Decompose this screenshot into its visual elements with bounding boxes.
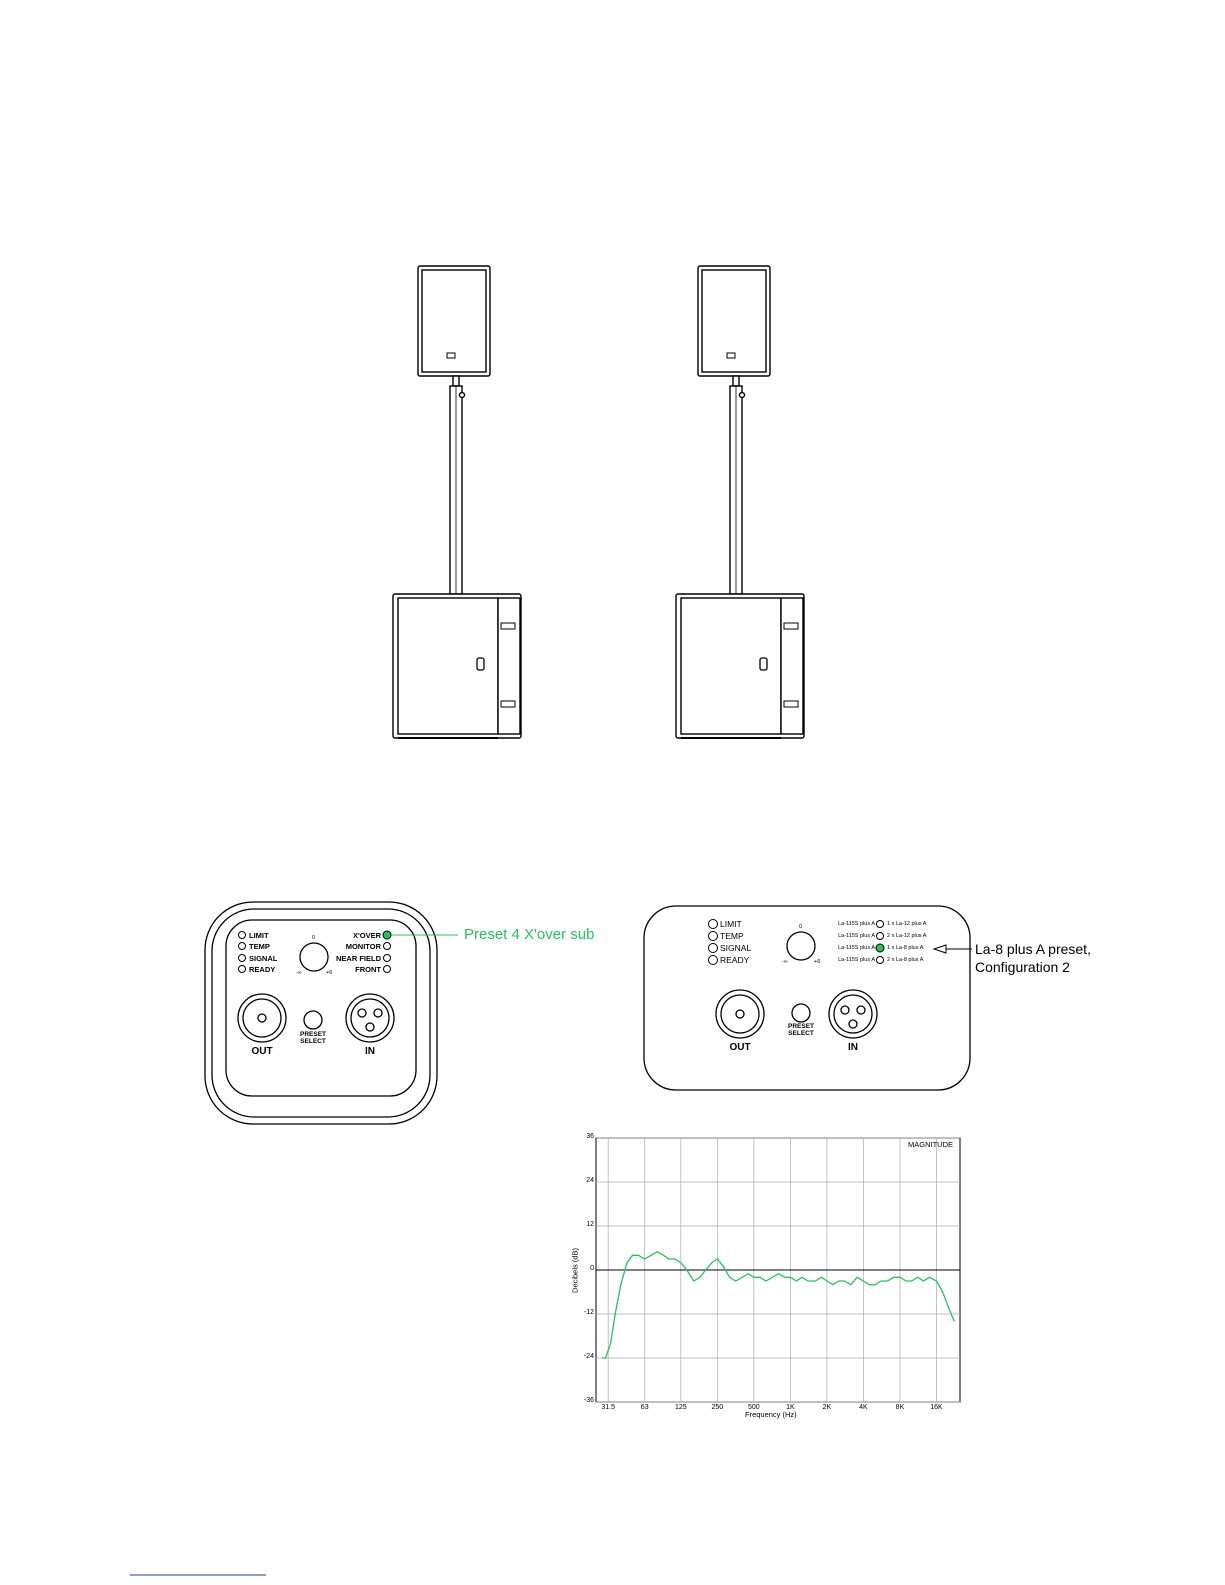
left-control-panel	[204, 901, 438, 1125]
preset-label-front: FRONT	[355, 965, 381, 974]
x-tick-label: 2K	[822, 1404, 832, 1411]
x-tick-label: 1K	[786, 1404, 795, 1411]
r-in-label: IN	[848, 1042, 858, 1053]
r-preset-right-1: 1 x La-12 plus A	[887, 921, 927, 927]
chart-title: MAGNITUDE	[908, 1140, 953, 1149]
left-speaker-system	[392, 265, 522, 739]
r-preset-right-4: 2 x La-8 plus A	[887, 957, 924, 963]
r-knob-label-zero: 0	[799, 924, 803, 930]
right-panel-led-circles	[708, 919, 885, 965]
knob-label-zero: 0	[312, 935, 316, 941]
r-preset-left-2: La-115S plus A	[838, 933, 875, 939]
right-callout-arrow	[932, 944, 972, 954]
y-tick-label: -24	[583, 1353, 594, 1360]
r-led-label-ready: READY	[720, 955, 750, 965]
knob-label-max: +6	[326, 970, 333, 976]
right-speaker-system	[675, 265, 805, 739]
y-tick-label: 0	[590, 1265, 594, 1272]
right-callout-text-2: Configuration 2	[975, 959, 1070, 975]
r-preset-right-2: 2 x La-12 plus A	[887, 933, 927, 939]
x-tick-label: 8K	[895, 1404, 905, 1411]
x-tick-label: 125	[674, 1404, 687, 1411]
preset-select-line1: PRESET	[300, 1031, 327, 1038]
r-preset-select-line2: SELECT	[788, 1030, 814, 1037]
r-preset-select-line1: PRESET	[788, 1023, 815, 1030]
magnitude-curve	[602, 1250, 955, 1359]
x-tick-label: 250	[711, 1404, 724, 1411]
y-tick-label: -12	[583, 1309, 594, 1316]
x-tick-label: 16K	[930, 1404, 943, 1411]
led-label-ready: READY	[249, 965, 276, 974]
preset-label-near-field: NEAR FIELD	[336, 954, 381, 963]
y-tick-label: -36	[583, 1397, 594, 1404]
y-tick-label: 12	[586, 1221, 594, 1228]
preset-label-xover: X'OVER	[352, 931, 381, 940]
r-led-label-temp: TEMP	[720, 931, 744, 941]
right-control-panel	[643, 905, 971, 1091]
magnitude-chart	[595, 1137, 961, 1403]
left-callout-text: Preset 4 X'over sub	[464, 926, 595, 943]
out-label: OUT	[251, 1046, 273, 1057]
left-panel-led-circles	[238, 930, 392, 973]
r-knob-label-max: +6	[814, 959, 821, 965]
chart-xlabel: Frequency (Hz)	[745, 1410, 797, 1419]
r-led-label-signal: SIGNAL	[720, 943, 752, 953]
led-label-limit: LIMIT	[249, 931, 269, 940]
x-tick-label: 4K	[859, 1404, 868, 1411]
y-tick-label: 36	[586, 1133, 594, 1140]
r-preset-right-3: 1 x La-8 plus A	[887, 945, 924, 951]
x-tick-label: 63	[640, 1404, 649, 1411]
r-led-label-limit: LIMIT	[720, 919, 742, 929]
r-preset-left-3: La-115S plus A	[838, 945, 875, 951]
in-label: IN	[365, 1046, 375, 1057]
r-knob-label-min: -∞	[782, 959, 788, 965]
knob-label-min: -∞	[296, 970, 302, 976]
preset-select-line2: SELECT	[300, 1038, 326, 1045]
led-label-signal: SIGNAL	[249, 954, 278, 963]
led-label-temp: TEMP	[249, 942, 270, 951]
right-callout-text-1: La-8 plus A preset,	[975, 941, 1091, 957]
preset-label-monitor: MONITOR	[345, 942, 381, 951]
r-preset-left-1: La-115S plus A	[838, 921, 875, 927]
x-tick-label: 500	[748, 1404, 760, 1411]
x-tick-label: 31.5	[601, 1404, 615, 1411]
r-preset-left-4: La-115S plus A	[838, 957, 875, 963]
r-out-label: OUT	[729, 1042, 751, 1053]
y-tick-label: 24	[586, 1177, 594, 1184]
